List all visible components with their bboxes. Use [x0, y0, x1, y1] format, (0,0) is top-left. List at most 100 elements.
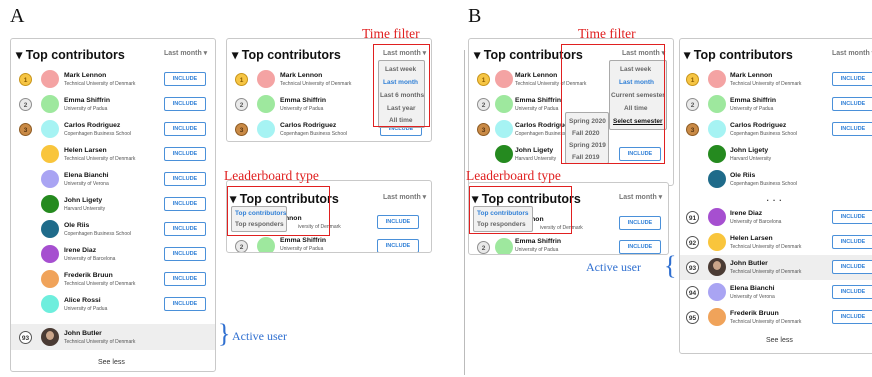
include-button[interactable]: INCLUDE: [619, 147, 661, 161]
leaderboard-row: 2 Emma Shiffrin University of Padua INCL…: [11, 92, 215, 117]
include-button[interactable]: INCLUDE: [832, 235, 872, 249]
user-affiliation: University of Padua: [64, 106, 108, 112]
rank-badge: 95: [686, 311, 699, 324]
include-button[interactable]: INCLUDE: [377, 215, 419, 229]
include-button[interactable]: INCLUDE: [164, 72, 206, 86]
avatar: [41, 270, 59, 288]
time-filter-annotation: Time filter: [362, 26, 420, 41]
leaderboard-type-option[interactable]: Top responders: [235, 221, 284, 228]
semester-option[interactable]: Spring 2020: [569, 118, 606, 125]
leaderboard-row: 1 Mark Lennon Technical University of De…: [11, 67, 215, 92]
user-affiliation: Technical University of Denmark: [730, 319, 802, 325]
time-filter-option[interactable]: Current semester: [611, 92, 665, 99]
include-button[interactable]: INCLUDE: [164, 97, 206, 111]
card-title[interactable]: ▾ Top contributors: [472, 192, 581, 206]
leaderboard-type-option[interactable]: Top responders: [477, 221, 526, 228]
leaderboard-type-annotation: Leaderboard type: [224, 168, 319, 183]
include-button[interactable]: INCLUDE: [832, 310, 872, 324]
rank-medal-gold: 1: [477, 73, 490, 86]
user-affiliation: Technical University of Denmark: [64, 156, 136, 162]
user-name: Helen Larsen: [730, 235, 773, 242]
include-button[interactable]: INCLUDE: [832, 285, 872, 299]
include-button[interactable]: INCLUDE: [832, 260, 872, 274]
avatar: [708, 208, 726, 226]
include-button[interactable]: INCLUDE: [164, 272, 206, 286]
leaderboard-row: nnon iversity of Denmark INCLUDE: [227, 210, 431, 235]
select-semester-option[interactable]: Select semester: [613, 118, 663, 125]
time-filter-trigger[interactable]: Last month ▾: [383, 194, 427, 201]
rank-medal-bronze: 3: [477, 123, 490, 136]
leaderboard-type-option-selected[interactable]: Top contributors: [235, 210, 287, 217]
include-button[interactable]: INCLUDE: [164, 197, 206, 211]
time-filter-option[interactable]: All time: [389, 117, 413, 124]
see-less-link[interactable]: See less: [98, 359, 125, 366]
include-button[interactable]: INCLUDE: [164, 222, 206, 236]
time-filter-option[interactable]: Last year: [387, 105, 416, 112]
include-button[interactable]: INCLUDE: [619, 216, 661, 230]
semester-option[interactable]: Fall 2019: [572, 154, 600, 161]
avatar: [41, 220, 59, 238]
time-filter-option[interactable]: All time: [624, 105, 648, 112]
time-filter-option[interactable]: Last week: [385, 66, 417, 73]
rank-badge: 93: [686, 261, 699, 274]
user-name: Emma Shiffrin: [515, 238, 562, 245]
include-button[interactable]: INCLUDE: [832, 210, 872, 224]
include-button[interactable]: INCLUDE: [832, 97, 872, 111]
user-affiliation: Copenhagen Business School: [730, 181, 797, 187]
include-button[interactable]: INCLUDE: [164, 297, 206, 311]
user-name: Alice Rossi: [64, 297, 101, 304]
leaderboard-card-b-type: ▾ Top contributors Last month ▾ nnon ive…: [468, 182, 669, 255]
leaderboard-row: 3 Carlos Rodriguez Copenhagen Business S…: [469, 117, 673, 142]
card-title[interactable]: ▾ Top contributors: [16, 48, 125, 62]
leaderboard-type-option-selected[interactable]: Top contributors: [477, 210, 529, 217]
rank-medal-silver: 2: [477, 241, 490, 254]
rank-medal-silver: 2: [477, 98, 490, 111]
see-less-link[interactable]: See less: [766, 337, 793, 344]
time-filter-trigger[interactable]: Last month ▾: [622, 50, 666, 57]
time-filter-option-selected[interactable]: Last month: [383, 79, 419, 86]
leaderboard-row: 3 Carlos Rodriguez Copenhagen Business S…: [11, 117, 215, 142]
user-affiliation: University of Barcelona: [64, 256, 116, 262]
user-affiliation: Copenhagen Business School: [730, 131, 797, 137]
time-filter-dropdown: Last week Last month Last 6 months Last …: [378, 60, 425, 128]
avatar: [41, 70, 59, 88]
include-button[interactable]: INCLUDE: [164, 172, 206, 186]
user-affiliation: University of Padua: [280, 246, 324, 252]
leaderboard-type-dropdown: Top contributors Top responders: [473, 206, 533, 232]
user-affiliation: Copenhagen Business School: [64, 131, 131, 137]
avatar: [708, 258, 726, 276]
leaderboard-card-b-time-filter: ▾ Top contributors Last month ▾ 1 Mark L…: [468, 38, 674, 186]
time-filter-trigger[interactable]: Last month ▾: [832, 49, 872, 57]
include-button[interactable]: INCLUDE: [832, 72, 872, 86]
leaderboard-card-a-main: ▾ Top contributors Last month ▾ 1 Mark L…: [10, 38, 216, 372]
card-title[interactable]: ▾ Top contributors: [230, 192, 339, 206]
time-filter-label: Last month: [164, 50, 202, 57]
include-button[interactable]: INCLUDE: [619, 240, 661, 254]
leaderboard-row: 95 Frederik Bruun Technical University o…: [680, 305, 872, 330]
time-filter-label: Last month: [383, 50, 421, 57]
include-button[interactable]: INCLUDE: [832, 122, 872, 136]
include-button[interactable]: INCLUDE: [164, 247, 206, 261]
rank-medal-gold: 1: [235, 73, 248, 86]
card-title[interactable]: ▾ Top contributors: [232, 48, 341, 62]
time-filter-option-selected[interactable]: Last month: [619, 79, 655, 86]
rank-medal-gold: 1: [19, 73, 32, 86]
card-title[interactable]: ▾ Top contributors: [684, 48, 793, 62]
semester-option[interactable]: Fall 2020: [572, 130, 600, 137]
user-name: Helen Larsen: [64, 147, 107, 154]
leaderboard-type-highlight: [227, 186, 330, 236]
leaderboard-row: 2 Emma Shiffrin University of Padua INCL…: [227, 235, 431, 252]
time-filter-option[interactable]: Last week: [620, 66, 652, 73]
avatar: [41, 145, 59, 163]
card-title[interactable]: ▾ Top contributors: [474, 48, 583, 62]
include-button[interactable]: INCLUDE: [164, 122, 206, 136]
time-filter-highlight: [373, 44, 430, 127]
time-filter-trigger[interactable]: Last month ▾: [383, 50, 427, 57]
time-filter-trigger[interactable]: Last month ▾: [619, 194, 663, 201]
include-button[interactable]: INCLUDE: [377, 239, 419, 252]
include-button[interactable]: INCLUDE: [164, 147, 206, 161]
time-filter-option[interactable]: Last 6 months: [380, 92, 425, 99]
leaderboard-row: Alice Rossi University of Padua INCLUDE: [11, 292, 215, 317]
time-filter-trigger[interactable]: Last month ▾: [164, 50, 208, 57]
semester-option[interactable]: Spring 2019: [569, 142, 606, 149]
